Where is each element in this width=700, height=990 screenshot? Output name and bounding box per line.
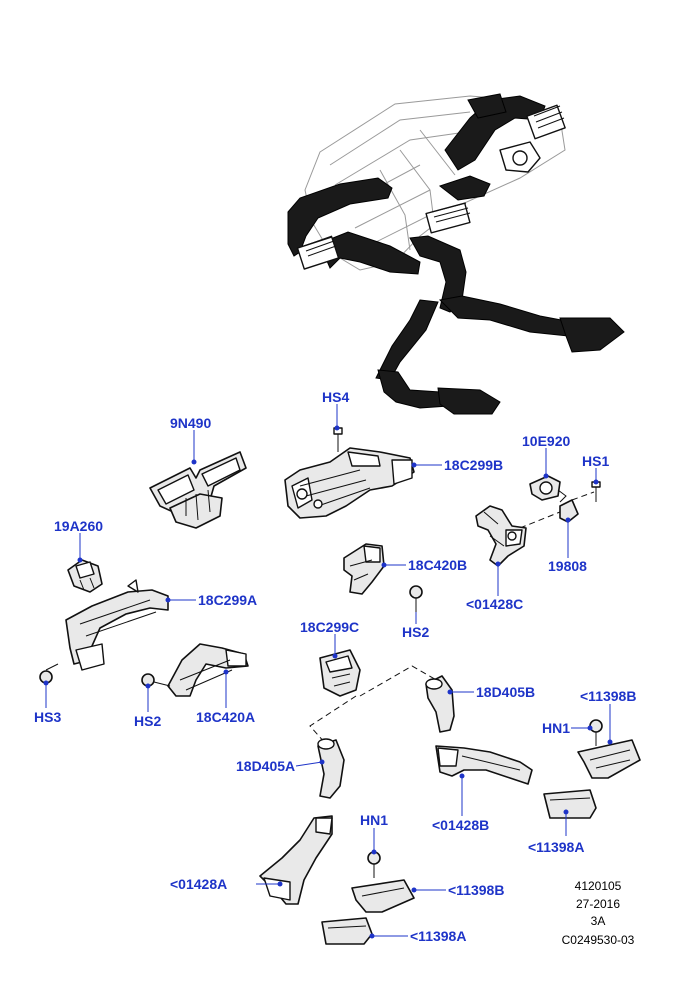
label-19808: 19808 [548, 558, 587, 574]
label-hn1-top: HN1 [542, 720, 570, 736]
part-19a260 [67, 559, 103, 593]
label-18c420a: 18C420A [196, 709, 255, 725]
part-18c299a [65, 579, 169, 671]
label-11398a-bottom: <11398A [410, 928, 466, 944]
label-18c299b: 18C299B [444, 457, 503, 473]
part-hn1-top [589, 719, 603, 746]
part-9n490 [149, 451, 247, 529]
part-hs2-left [141, 673, 171, 687]
label-18d405b: 18D405B [476, 684, 535, 700]
label-01428b: <01428B [432, 817, 489, 833]
label-18c299a: 18C299A [198, 592, 257, 608]
label-18c420b: 18C420B [408, 557, 467, 573]
part-hs2-right [409, 585, 423, 612]
reference-line-4: C0249530-03 [562, 933, 635, 947]
label-hs2-left: HS2 [134, 713, 161, 729]
label-18c299c: 18C299C [300, 619, 359, 635]
part-10e920 [529, 475, 567, 503]
label-19a260: 19A260 [54, 518, 103, 534]
label-01428c: <01428C [466, 596, 523, 612]
part-11398b-top [577, 739, 641, 779]
part-18c299b [284, 427, 415, 519]
part-18d405a [317, 738, 345, 799]
leader-lines [43, 404, 613, 939]
label-11398a-mid: <11398A [528, 839, 584, 855]
part-11398a-mid [543, 789, 597, 819]
label-hs4: HS4 [322, 389, 349, 405]
part-hn1-bottom [367, 851, 381, 878]
part-18c299c [319, 649, 361, 697]
label-11398b-top: <11398B [580, 688, 636, 704]
label-9n490: 9N490 [170, 415, 211, 431]
label-11398b-bottom: <11398B [448, 882, 504, 898]
part-01428b [435, 745, 533, 785]
label-hs2-right: HS2 [402, 624, 429, 640]
label-hs1: HS1 [582, 453, 609, 469]
part-01428a [259, 815, 333, 905]
reference-line-3: 3A [591, 914, 606, 928]
label-01428a: <01428A [170, 876, 227, 892]
label-hs3: HS3 [34, 709, 61, 725]
connector-dash [359, 665, 441, 697]
part-hs3 [39, 663, 59, 684]
reference-line-2: 27-2016 [576, 897, 620, 911]
part-11398a-bottom [321, 917, 373, 945]
dashboard-assembly [287, 93, 625, 415]
part-11398b-bottom [351, 879, 415, 913]
part-18c420a [167, 643, 249, 697]
label-10e920: 10E920 [522, 433, 570, 449]
label-18d405a: 18D405A [236, 758, 295, 774]
part-18c420b [343, 543, 385, 595]
part-18d405b [425, 675, 455, 733]
reference-line-1: 4120105 [575, 879, 622, 893]
connector-dash [309, 695, 357, 745]
part-01428c [475, 505, 527, 567]
label-hn1-bottom: HN1 [360, 812, 388, 828]
